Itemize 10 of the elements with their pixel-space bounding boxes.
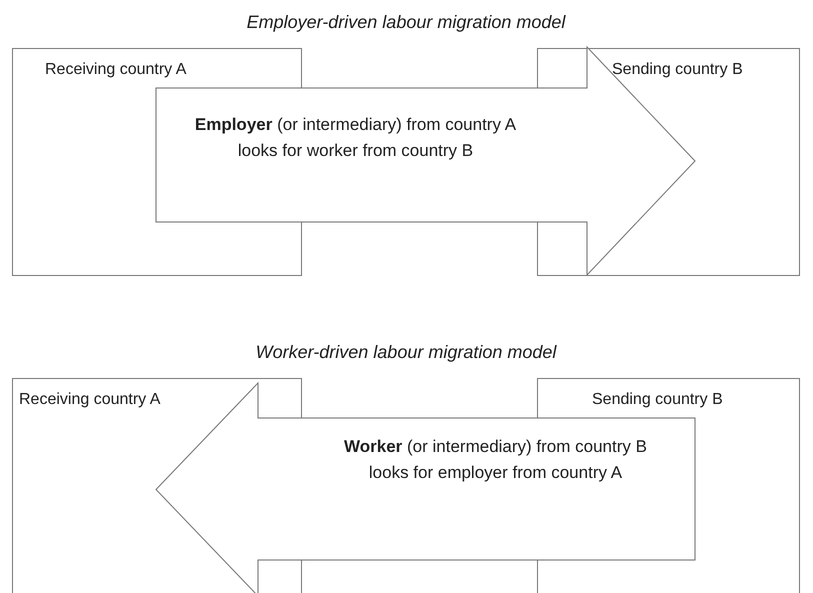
country-label: Receiving country A [45,61,186,79]
country-label: Sending country B [592,391,723,409]
diagram-heading: Employer-driven labour migration model [246,12,566,33]
block-arrow [156,46,696,276]
country-label: Sending country B [612,61,743,79]
edge-label: Employer (or intermediary) from country A looks for worker from country B [194,114,518,162]
edge-label: Worker (or intermediary) from country B looks for employer from country A [343,436,648,484]
country-label: Receiving country A [19,391,160,409]
diagram-heading: Worker-driven labour migration model [256,342,556,363]
block-arrow [155,382,696,593]
